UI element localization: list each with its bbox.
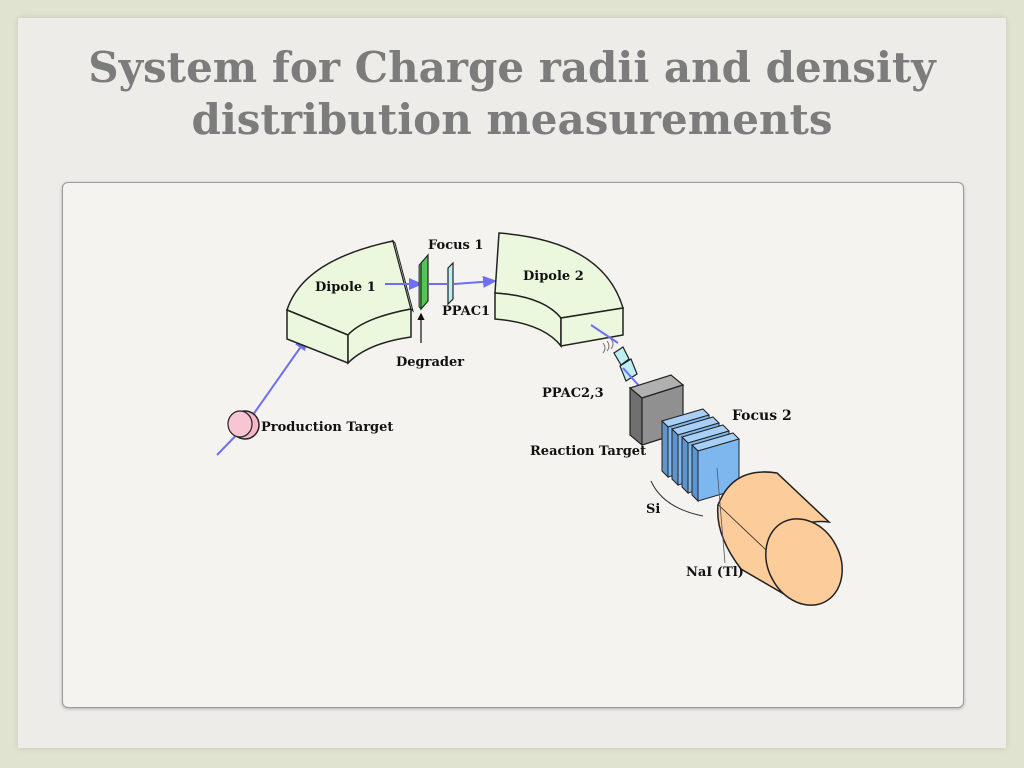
diagram-panel: Production Target Dipole 1 Focus 1 PPAC1…	[62, 182, 964, 708]
production-target	[227, 410, 260, 440]
beamline-diagram: Production Target Dipole 1 Focus 1 PPAC1…	[216, 232, 843, 606]
degrader-label: Degrader	[396, 355, 464, 370]
slide-title: System for Charge radii and density dist…	[0, 42, 1024, 146]
ppac2-3-label: PPAC2,3	[542, 386, 604, 401]
title-line-2: distribution measurements	[191, 95, 833, 144]
production-target-label: Production Target	[261, 420, 393, 435]
reaction-target	[628, 374, 685, 447]
beam-spread-marks	[602, 338, 614, 354]
si-pointer-curve	[650, 480, 704, 517]
dipole-1-label: Dipole 1	[315, 280, 376, 295]
nai-detector	[716, 471, 843, 606]
beam-ppac1-to-dipole2	[453, 275, 497, 288]
ppac1-label: PPAC1	[442, 304, 490, 319]
degrader-edge	[418, 262, 422, 310]
beam-ppac-to-target	[622, 367, 642, 389]
focus-1-label: Focus 1	[428, 238, 483, 253]
si-plate-4	[691, 432, 740, 503]
beam-dipole2-to-ppac2	[590, 324, 619, 344]
ppac2-3	[613, 346, 638, 382]
si-label: Si	[646, 502, 660, 517]
degrader	[420, 253, 429, 311]
reaction-target-label: Reaction Target	[530, 444, 646, 459]
dipole-2	[494, 232, 624, 349]
focus-2-label: Focus 2	[732, 408, 792, 424]
nai-label: NaI (Tl)	[686, 565, 744, 580]
dipole-2-label: Dipole 2	[523, 269, 584, 284]
si-detector-stack	[661, 408, 740, 503]
dipole-1	[286, 239, 414, 365]
ppac1	[447, 261, 454, 306]
nai-pointer	[716, 467, 726, 564]
title-line-1: System for Charge radii and density	[88, 43, 936, 92]
